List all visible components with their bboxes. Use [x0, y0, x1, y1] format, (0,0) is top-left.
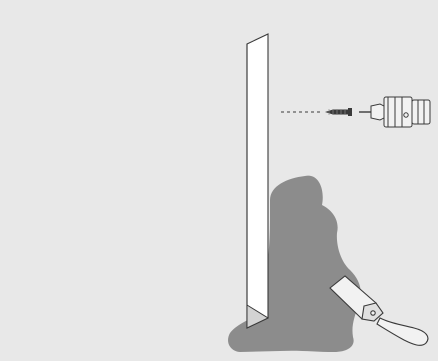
bottom-caption — [190, 352, 330, 361]
drill-chuck-icon — [359, 96, 431, 128]
drywall-screw-icon — [325, 108, 352, 116]
plasterboard-panel — [246, 33, 270, 329]
putty-knife-icon — [329, 275, 429, 346]
